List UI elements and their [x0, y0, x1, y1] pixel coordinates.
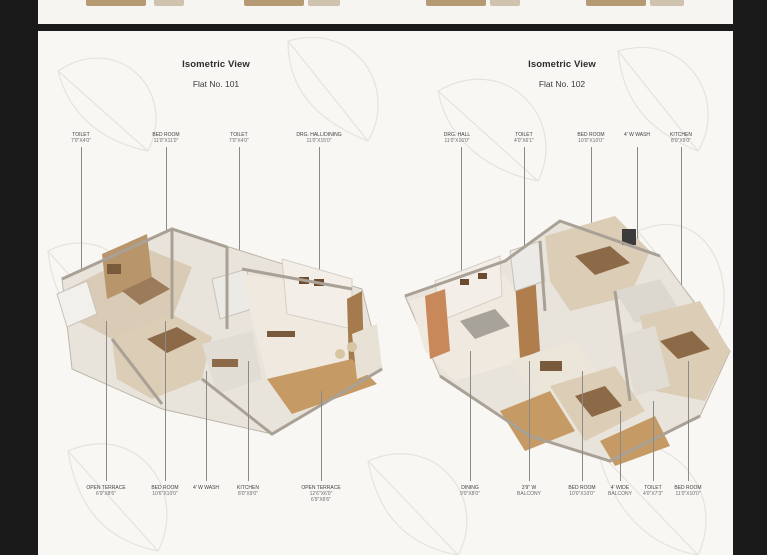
- callout-line: [206, 371, 207, 481]
- callout-line: [239, 147, 240, 303]
- render-thumbnail: [586, 0, 646, 6]
- callout-line: [81, 147, 82, 287]
- leaf-pattern-background: [47, 36, 725, 555]
- callout-line: [248, 361, 249, 481]
- callout-line: [166, 147, 167, 275]
- callout-line: [688, 361, 689, 481]
- render-thumbnail: [308, 0, 340, 6]
- callout-line: [319, 147, 320, 297]
- flat-102-label-balcony-2: 4' WideBALCONY: [608, 485, 632, 497]
- callout-line: [681, 147, 682, 323]
- callout-line: [321, 391, 322, 481]
- callout-line: [637, 147, 638, 311]
- previous-page-strip[interactable]: [38, 0, 733, 24]
- flat-102-label-wash: 4' W WASH: [623, 132, 651, 138]
- render-thumbnail: [490, 0, 520, 6]
- render-thumbnail: [86, 0, 146, 6]
- callout-line: [106, 321, 107, 481]
- flat-102-view-title: Isometric View: [528, 59, 596, 70]
- render-thumbnail: [244, 0, 304, 6]
- flat-101-number: Flat No. 101: [192, 79, 240, 89]
- callout-line: [591, 147, 592, 271]
- callout-line: [470, 351, 471, 481]
- callout-line: [461, 147, 462, 315]
- flat-101-isometric-plan: [56, 227, 383, 436]
- render-thumbnail: [426, 0, 486, 6]
- render-thumbnail: [154, 0, 184, 6]
- flat-101-label-wash: 4' W WASH: [192, 485, 220, 491]
- callout-line: [524, 147, 525, 257]
- callout-line: [653, 401, 654, 481]
- callout-line: [620, 411, 621, 481]
- flat-102-isometric-plan: [404, 216, 731, 466]
- callout-line: [165, 321, 166, 481]
- callout-line: [529, 361, 530, 481]
- flat-102-number: Flat No. 102: [538, 79, 586, 89]
- callout-line: [582, 371, 583, 481]
- flat-101-view-title: Isometric View: [182, 59, 250, 70]
- render-thumbnail: [650, 0, 684, 6]
